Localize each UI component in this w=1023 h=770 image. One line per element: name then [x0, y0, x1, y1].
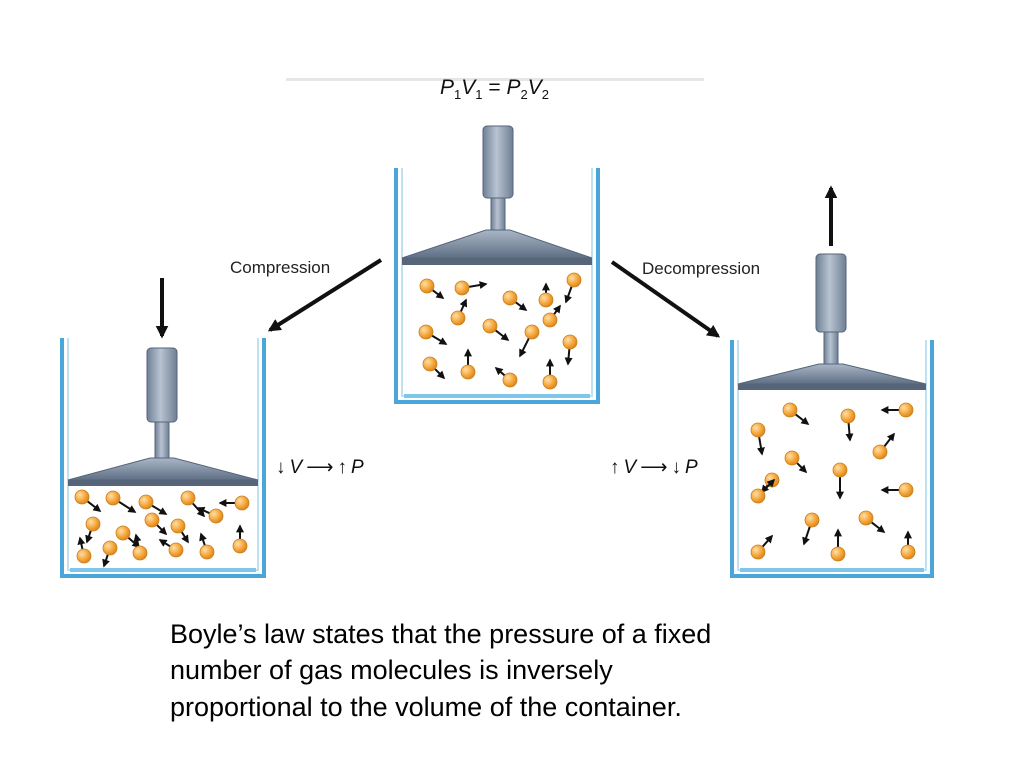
gas-molecule — [802, 512, 820, 546]
gas-molecule — [750, 534, 774, 560]
equation-rule — [286, 78, 704, 81]
gas-molecule — [419, 278, 445, 299]
gas-molecule — [482, 318, 510, 341]
gas-molecule — [85, 516, 101, 544]
long-right-arrow-icon: ⟶ — [306, 457, 334, 478]
gas-molecule — [102, 540, 118, 568]
long-right-arrow-icon: ⟶ — [640, 457, 668, 478]
gas-molecule — [832, 462, 848, 500]
gas-molecule — [418, 324, 448, 345]
gas-molecule — [454, 280, 488, 296]
down-arrow-icon: ↓ — [276, 456, 286, 478]
gas-molecule — [158, 539, 184, 558]
decompression-arrow — [610, 260, 721, 338]
gas-molecule — [900, 530, 916, 560]
compression-relation: ↓ V ⟶ ↑ P — [276, 456, 364, 479]
up-arrow-icon: ↑ — [610, 456, 620, 478]
left-piston — [67, 347, 259, 486]
gas-molecule — [132, 533, 148, 561]
gas-molecule — [840, 408, 856, 442]
decompression-relation: ↑ V ⟶ ↓ P — [610, 456, 698, 479]
gas-molecule — [180, 490, 206, 518]
gas-molecule — [74, 489, 102, 512]
left-container — [60, 338, 266, 578]
compression-label: Compression — [230, 258, 331, 277]
gas-molecule — [750, 422, 766, 456]
gas-molecule — [196, 506, 224, 524]
gas-molecule — [872, 432, 895, 460]
compression-arrow — [267, 258, 383, 332]
gas-molecule — [830, 528, 846, 562]
gas-molecule — [76, 536, 92, 564]
boyles-law-equation: P1V1 = P2V2 — [440, 76, 549, 103]
down-arrow-icon: ↓ — [671, 456, 681, 478]
gas-molecule — [115, 525, 141, 549]
caption: Boyle’s law states that the pressure of … — [170, 619, 712, 722]
gas-molecule — [502, 290, 528, 311]
gas-molecule — [218, 495, 250, 511]
gas-molecule — [782, 402, 810, 425]
gas-molecule — [199, 532, 215, 560]
gas-molecule — [105, 490, 137, 513]
gas-molecule — [144, 512, 168, 536]
gas-molecule — [450, 298, 468, 326]
gas-molecule — [750, 478, 776, 504]
gas-molecule — [880, 402, 914, 418]
right-container — [730, 340, 934, 578]
gas-molecule — [858, 510, 886, 533]
gas-molecule — [880, 482, 914, 498]
right-molecules — [750, 402, 916, 562]
gas-molecule — [460, 348, 476, 380]
gas-molecule — [232, 524, 248, 554]
gas-molecule — [784, 450, 808, 474]
gas-molecule — [562, 334, 578, 366]
gas-molecule — [138, 494, 168, 515]
gas-molecule — [494, 366, 518, 388]
gas-molecule — [542, 304, 561, 328]
right-piston — [737, 253, 927, 390]
up-arrow-icon: ↑ — [337, 456, 347, 478]
left-molecules — [74, 489, 250, 568]
gas-molecule — [170, 518, 189, 544]
gas-molecule — [542, 358, 558, 390]
gas-molecule — [538, 282, 554, 308]
gas-molecule — [519, 324, 540, 358]
center-piston — [401, 125, 593, 265]
decompression-label: Decompression — [642, 259, 761, 278]
center-container — [394, 168, 600, 404]
gas-molecule — [422, 356, 446, 380]
center-molecules — [418, 272, 582, 390]
gas-molecule — [564, 272, 582, 304]
